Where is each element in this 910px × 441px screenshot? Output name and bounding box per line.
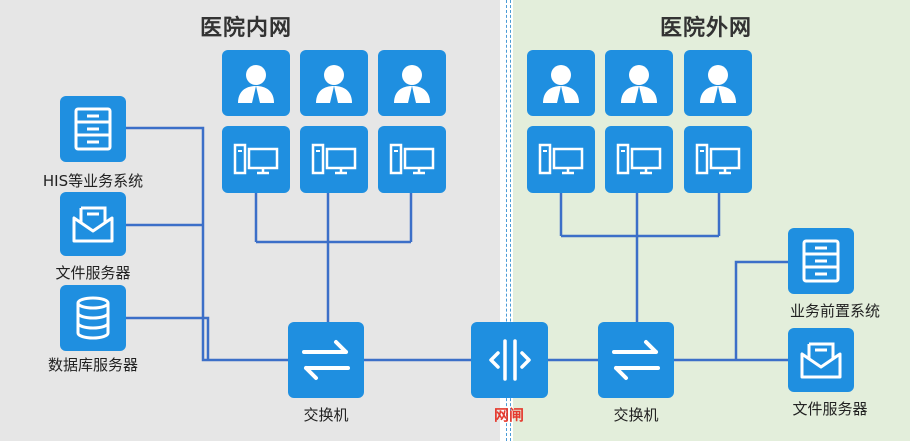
user-icon[interactable] <box>527 50 595 116</box>
user-icon[interactable] <box>222 50 290 116</box>
user-icon[interactable] <box>684 50 752 116</box>
mail-icon[interactable] <box>788 328 854 392</box>
database-icon[interactable] <box>60 285 126 351</box>
user-icon[interactable] <box>378 50 446 116</box>
desktop-pc-icon[interactable] <box>300 126 368 193</box>
outer-switch-label: 交换机 <box>613 406 659 424</box>
user-icon[interactable] <box>605 50 673 116</box>
server-label-front: 业务前置系统 <box>789 302 880 320</box>
server-label-his: HIS等业务系统 <box>42 172 144 190</box>
cabinet-icon[interactable] <box>60 96 126 162</box>
inner-switch-label: 交换机 <box>303 406 349 424</box>
outer-zone-title: 医院外网 <box>660 16 753 41</box>
desktop-pc-icon[interactable] <box>378 126 446 193</box>
gateway-label: 网闸 <box>493 406 524 424</box>
cabinet-icon[interactable] <box>788 228 854 294</box>
user-icon[interactable] <box>300 50 368 116</box>
mail-icon[interactable] <box>60 192 126 256</box>
server-label-file-outer: 文件服务器 <box>792 400 868 418</box>
desktop-pc-icon[interactable] <box>222 126 290 193</box>
server-label-file: 文件服务器 <box>55 264 131 282</box>
desktop-pc-icon[interactable] <box>605 126 673 193</box>
server-label-db: 数据库服务器 <box>47 356 138 374</box>
switch-icon[interactable] <box>288 322 364 398</box>
desktop-pc-icon[interactable] <box>684 126 752 193</box>
switch-icon[interactable] <box>598 322 674 398</box>
gateway-icon[interactable] <box>471 322 548 398</box>
zone-divider <box>510 0 511 441</box>
desktop-pc-icon[interactable] <box>527 126 595 193</box>
zone-divider <box>506 0 507 441</box>
inner-zone-title: 医院内网 <box>200 16 293 41</box>
